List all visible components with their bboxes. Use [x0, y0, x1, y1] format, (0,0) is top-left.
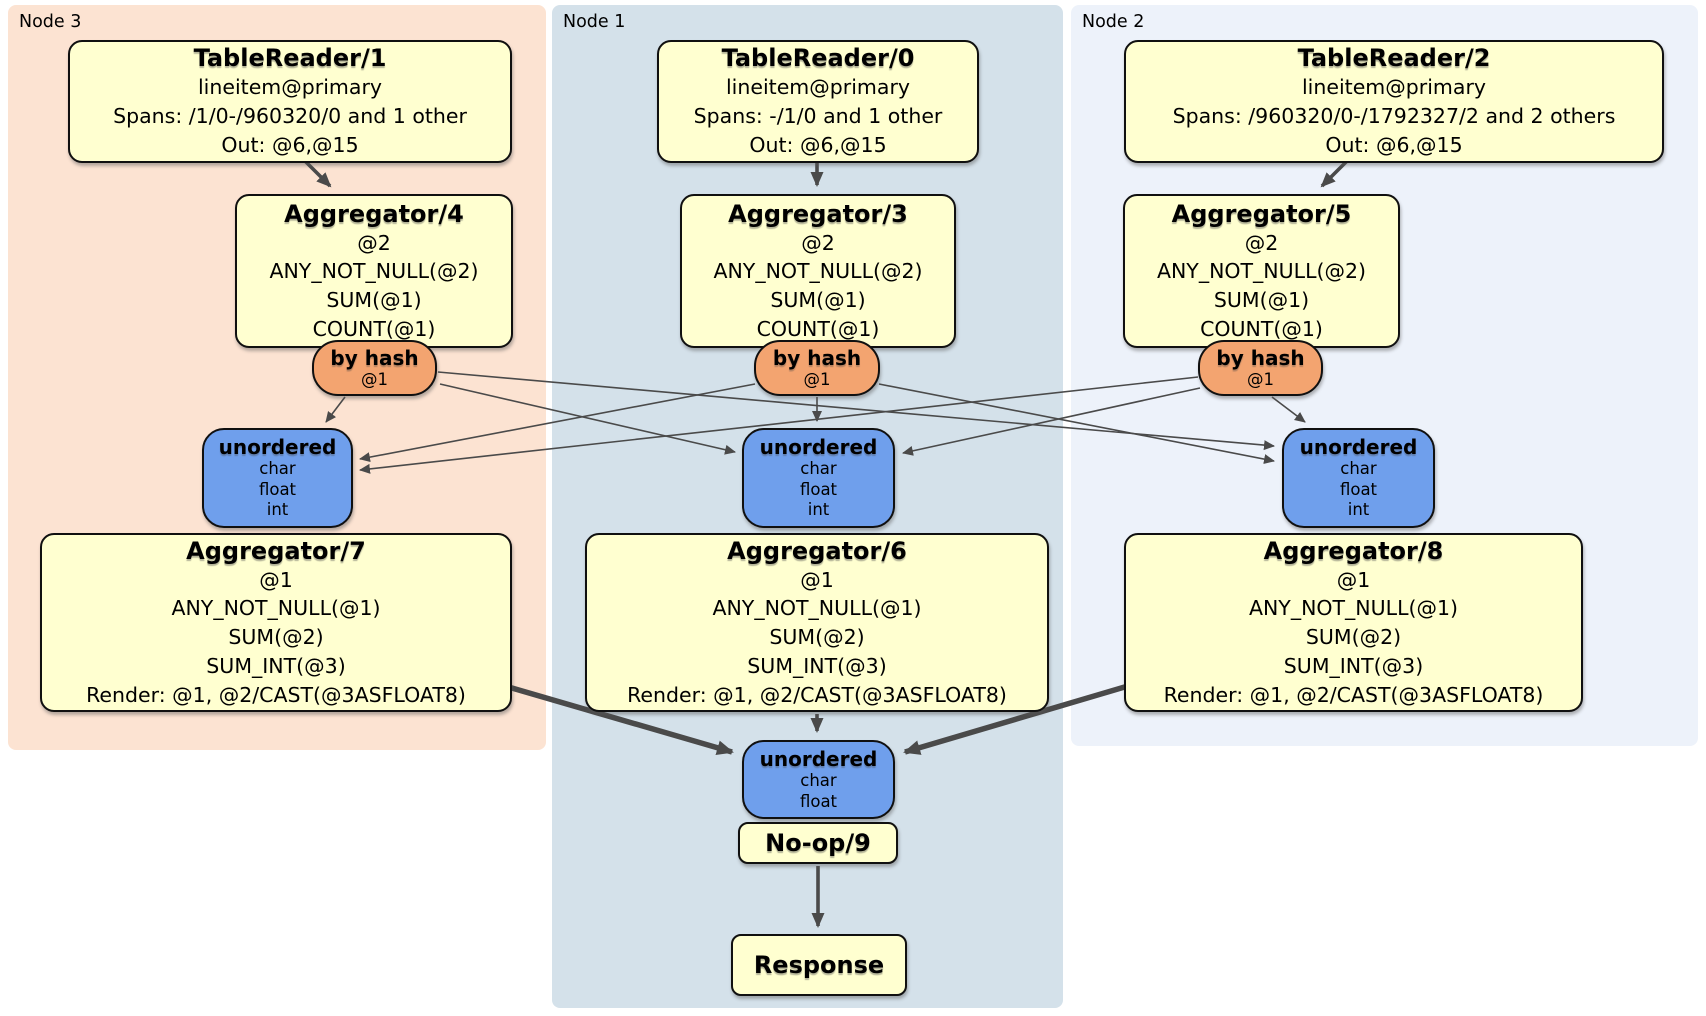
node-line: Render: @1, @2/CAST(@3ASFLOAT8)	[1163, 682, 1544, 707]
node-line: ANY_NOT_NULL(@2)	[269, 259, 479, 284]
node-title: TableReader/2	[1297, 44, 1491, 73]
node-line: ANY_NOT_NULL(@2)	[713, 259, 923, 284]
node-title: Aggregator/7	[186, 536, 366, 565]
aggregator-3-node: Aggregator/3 @2 ANY_NOT_NULL(@2) SUM(@1)…	[680, 194, 956, 348]
node-line: SUM_INT(@3)	[1283, 653, 1424, 678]
byhash-router-5: by hash @1	[1198, 340, 1323, 396]
node-title: by hash	[1216, 345, 1305, 370]
tablereader-0-node: TableReader/0 lineitem@primary Spans: -/…	[657, 40, 979, 163]
node-line: SUM_INT(@3)	[206, 653, 346, 678]
node-title: Aggregator/8	[1263, 536, 1444, 565]
aggregator-4-node: Aggregator/4 @2 ANY_NOT_NULL(@2) SUM(@1)…	[235, 194, 513, 348]
node-line: ANY_NOT_NULL(@1)	[1248, 596, 1459, 621]
node-title: by hash	[330, 345, 419, 370]
node-title: Response	[753, 951, 885, 979]
byhash-router-3: by hash @1	[754, 340, 880, 396]
node-line: @2	[801, 230, 835, 255]
unordered-stream-6: unordered char float int	[742, 428, 895, 528]
unordered-stream-7: unordered char float int	[202, 428, 353, 528]
tablereader-1-node: TableReader/1 lineitem@primary Spans: /1…	[68, 40, 512, 163]
node-line: int	[1347, 500, 1370, 520]
node-title: Aggregator/3	[728, 199, 908, 228]
node-line: SUM_INT(@3)	[747, 653, 887, 678]
node-line: int	[266, 500, 289, 520]
node-line: float	[799, 791, 838, 811]
node-title: unordered	[218, 435, 337, 460]
node-line: @2	[357, 230, 391, 255]
unordered-stream-8: unordered char float int	[1282, 428, 1435, 528]
node-line: float	[799, 479, 838, 499]
node-title: unordered	[759, 435, 878, 460]
response-node: Response	[731, 934, 907, 996]
node-line: Spans: -/1/0 and 1 other	[693, 104, 943, 129]
node-line: SUM(@1)	[1213, 288, 1310, 312]
node-line: lineitem@primary	[1301, 75, 1487, 100]
byhash-router-4: by hash @1	[312, 340, 437, 396]
node-line: lineitem@primary	[725, 75, 911, 100]
node-line: SUM(@1)	[770, 288, 866, 312]
node-line: Out: @6,@15	[1325, 132, 1463, 157]
node3-panel-label: Node 3	[19, 12, 82, 32]
noop-9-node: No-op/9	[738, 822, 898, 864]
node-line: float	[258, 479, 297, 499]
node-line: char	[259, 459, 296, 479]
aggregator-6-node: Aggregator/6 @1 ANY_NOT_NULL(@1) SUM(@2)…	[585, 533, 1049, 712]
node-line: @2	[1244, 230, 1279, 255]
node2-panel-label: Node 2	[1082, 12, 1145, 32]
node-line: char	[800, 770, 837, 790]
node-line: Spans: /1/0-/960320/0 and 1 other	[113, 104, 467, 129]
node-line: ANY_NOT_NULL(@2)	[1156, 259, 1367, 284]
node-line: float	[1339, 479, 1378, 499]
node-line: @1	[259, 567, 293, 592]
aggregator-5-node: Aggregator/5 @2 ANY_NOT_NULL(@2) SUM(@1)…	[1123, 194, 1400, 348]
node-title: unordered	[759, 746, 878, 771]
node-title: No-op/9	[765, 829, 871, 857]
node-line: @1	[800, 567, 834, 592]
node-line: ANY_NOT_NULL(@1)	[712, 596, 922, 621]
node-line: SUM(@2)	[769, 625, 865, 650]
node-title: TableReader/0	[721, 44, 915, 73]
node-title: Aggregator/4	[284, 199, 464, 228]
node-line: char	[1340, 459, 1377, 479]
node-line: @1	[361, 369, 388, 389]
node-line: SUM(@2)	[228, 625, 324, 650]
node-title: by hash	[772, 345, 862, 370]
node-line: char	[800, 459, 837, 479]
node-line: ANY_NOT_NULL(@1)	[171, 596, 381, 621]
node-line: @1	[1247, 369, 1274, 389]
node-line: Spans: /960320/0-/1792327/2 and 2 others	[1172, 104, 1616, 129]
node-line: Out: @6,@15	[749, 132, 887, 157]
node-line: @1	[803, 369, 831, 389]
node-title: Aggregator/5	[1171, 199, 1352, 228]
node1-panel-label: Node 1	[563, 12, 626, 32]
aggregator-8-node: Aggregator/8 @1 ANY_NOT_NULL(@1) SUM(@2)…	[1124, 533, 1583, 712]
unordered-merge-stream: unordered char float	[742, 740, 895, 819]
node-line: lineitem@primary	[197, 75, 383, 100]
node-line: Out: @6,@15	[221, 132, 359, 157]
node-line: Render: @1, @2/CAST(@3ASFLOAT8)	[86, 682, 466, 707]
node-line: COUNT(@1)	[756, 316, 880, 341]
tablereader-2-node: TableReader/2 lineitem@primary Spans: /9…	[1124, 40, 1664, 163]
node-line: int	[807, 500, 830, 520]
aggregator-7-node: Aggregator/7 @1 ANY_NOT_NULL(@1) SUM(@2)…	[40, 533, 512, 712]
node-title: TableReader/1	[193, 44, 387, 73]
node-title: Aggregator/6	[727, 536, 907, 565]
node-line: @1	[1336, 567, 1371, 592]
node-line: SUM(@2)	[1305, 625, 1402, 650]
node-line: Render: @1, @2/CAST(@3ASFLOAT8)	[627, 682, 1007, 707]
node-line: COUNT(@1)	[1200, 316, 1323, 341]
node-line: SUM(@1)	[326, 288, 422, 312]
node-title: unordered	[1299, 435, 1418, 460]
node-line: COUNT(@1)	[312, 316, 436, 341]
